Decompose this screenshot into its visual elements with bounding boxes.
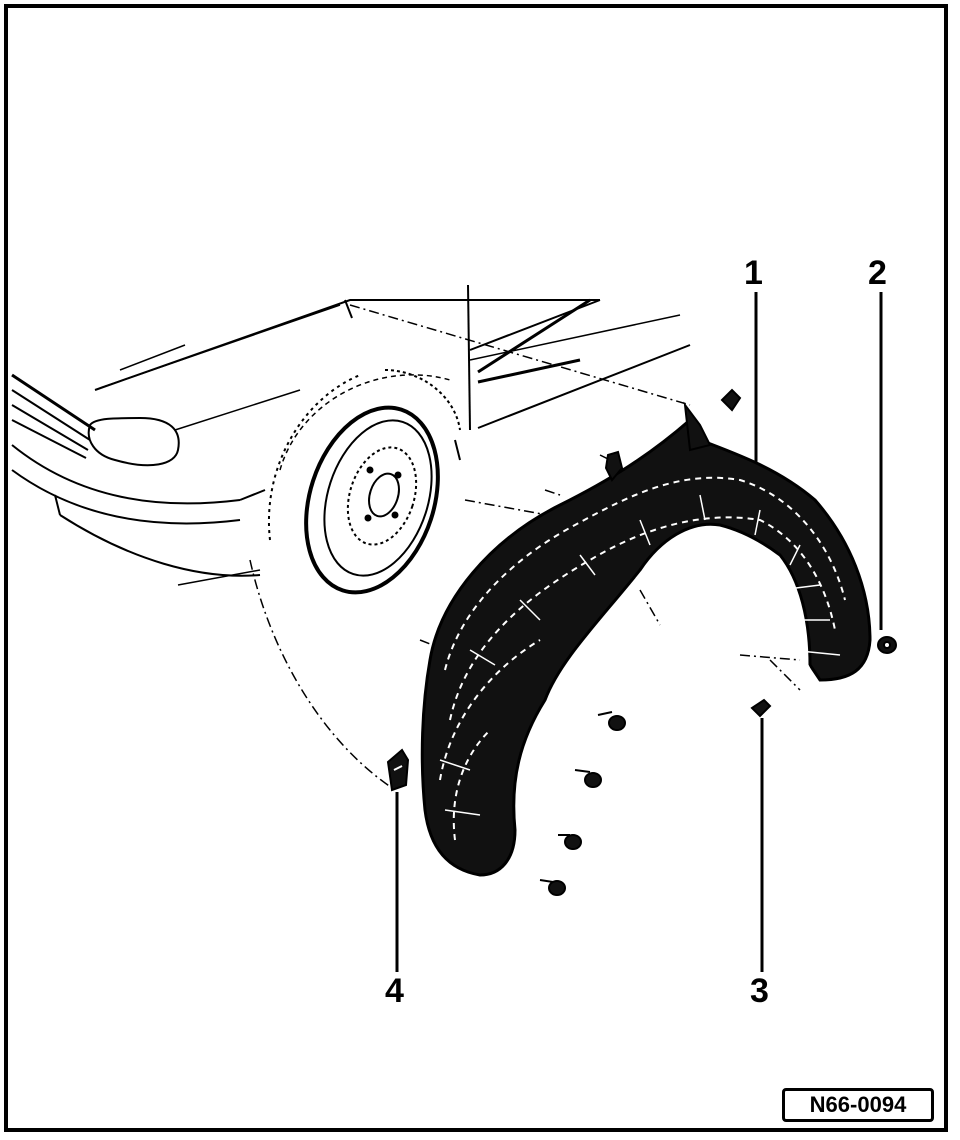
fasteners	[386, 388, 897, 896]
wheel	[304, 405, 440, 595]
clip-item-4	[386, 748, 410, 792]
screw-1	[597, 711, 626, 731]
callout-1: 1	[744, 254, 763, 292]
callout-3: 3	[750, 972, 769, 1010]
screw-3	[558, 834, 582, 850]
diagram-frame	[4, 4, 948, 1132]
screw-4	[539, 879, 566, 896]
clip-top	[720, 388, 742, 412]
figure-id: N66-0094	[782, 1088, 934, 1122]
callout-4: 4	[385, 972, 404, 1010]
wheel-housing-liner	[420, 401, 872, 877]
callout-2: 2	[868, 254, 887, 292]
callout-leaders	[395, 292, 883, 972]
nut-item-2	[877, 636, 897, 654]
rivet-top	[604, 450, 624, 482]
screw-item-3	[750, 698, 772, 718]
car-body-outline	[11, 284, 691, 586]
screw-2	[574, 769, 602, 788]
